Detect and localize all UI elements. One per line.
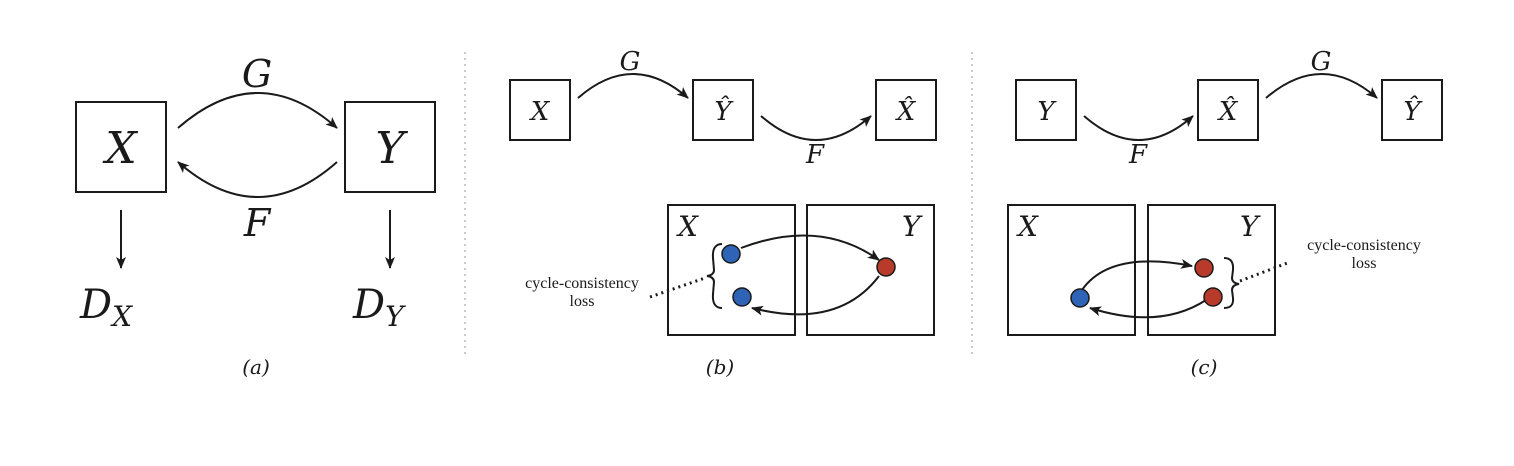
arrow-f (177, 161, 338, 198)
domain-x-label: X (676, 210, 699, 243)
panel-b: X Ŷ X̂ G F X Y cycle-consistency loss (b… (509, 47, 937, 379)
box-y (1015, 79, 1077, 141)
arrow-forward-mapping (1081, 258, 1193, 291)
loss-dotted-line (649, 276, 706, 299)
box-y-hat-label: Ŷ (714, 95, 734, 127)
arrow-backward-mapping (751, 275, 880, 316)
point-y-hat (1203, 287, 1223, 307)
loss-brace (1223, 257, 1240, 309)
box-y-label: Y (1037, 97, 1057, 127)
box-x-hat-label: X̂ (895, 96, 917, 127)
loss-label-line2: loss (1352, 255, 1377, 272)
domain-y-box (806, 204, 935, 336)
arrow-g (577, 73, 689, 99)
point-y (1194, 258, 1214, 278)
arrow-f (760, 115, 872, 141)
arrow-g (177, 92, 338, 129)
box-x (75, 101, 167, 193)
box-y-label: Y (375, 123, 408, 174)
label-g: G (1311, 47, 1332, 77)
box-y-hat-label: Ŷ (1403, 95, 1423, 127)
point-x-hat (1070, 288, 1090, 308)
arrow-forward-mapping (740, 234, 880, 261)
caption-b: (b) (706, 355, 734, 379)
box-x-hat (875, 79, 937, 141)
label-g: G (620, 47, 641, 77)
loss-brace (706, 243, 723, 309)
box-x (509, 79, 571, 141)
panel-a: X Y G F DX DY (a) (75, 52, 436, 379)
box-x-hat-label: X̂ (1217, 96, 1239, 127)
point-x (721, 244, 741, 264)
label-f: F (1128, 140, 1148, 170)
domain-y-label: Y (902, 210, 923, 243)
point-y-hat (876, 257, 896, 277)
point-x-hat (732, 287, 752, 307)
label-f: F (243, 201, 272, 245)
discriminator-y: DY (352, 282, 406, 333)
arrow-f (1083, 115, 1194, 141)
box-x-label: X (529, 97, 551, 127)
panel-c: Y X̂ Ŷ F G X Y cycle-consistency loss (c… (1007, 47, 1443, 379)
box-x-label: X (102, 123, 138, 174)
loss-label-line2: loss (570, 293, 595, 310)
arrow-backward-mapping (1089, 299, 1207, 319)
box-y-hat (692, 79, 754, 141)
label-g: G (242, 52, 272, 96)
box-x-hat (1197, 79, 1259, 141)
label-f: F (805, 140, 825, 170)
loss-label-line1: cycle-consistency (1307, 237, 1421, 254)
box-y (344, 101, 436, 193)
domain-y-label: Y (1240, 210, 1261, 243)
arrow-g (1265, 73, 1378, 99)
domain-x-label: X (1016, 210, 1039, 243)
box-y-hat (1381, 79, 1443, 141)
caption-c: (c) (1191, 355, 1218, 379)
caption-a: (a) (242, 355, 270, 379)
loss-label-line1: cycle-consistency (525, 275, 639, 292)
discriminator-x: DX (79, 282, 133, 333)
